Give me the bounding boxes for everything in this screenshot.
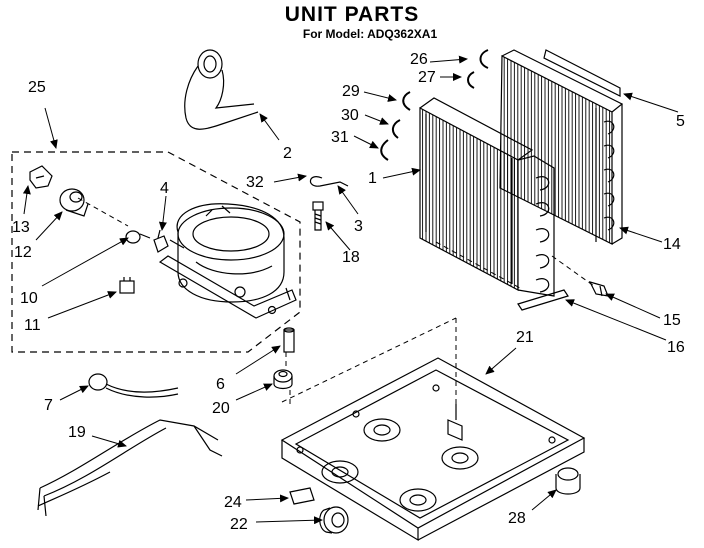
callout-24: 24 <box>224 494 242 511</box>
callout-25: 25 <box>28 79 46 96</box>
sleeve-part-24 <box>289 487 315 505</box>
tubing-part-2 <box>184 49 259 130</box>
relay-part-11 <box>119 277 135 294</box>
callout-22: 22 <box>230 516 248 533</box>
callout-12: 12 <box>14 244 32 261</box>
callout-30: 30 <box>341 107 359 124</box>
grommet-part-20 <box>273 369 293 390</box>
callout-28: 28 <box>508 510 526 527</box>
callout-15: 15 <box>663 312 681 329</box>
callout-27: 27 <box>418 69 436 86</box>
foot-part-28 <box>555 467 581 495</box>
compressor <box>158 203 297 319</box>
callout-32: 32 <box>246 174 264 191</box>
hose-part-32 <box>309 176 349 187</box>
callout-26: 26 <box>410 51 428 68</box>
bar-part-16 <box>517 289 569 311</box>
wheel-part-22 <box>319 506 349 534</box>
compressor-group-outline <box>11 151 301 353</box>
callout-16: 16 <box>667 339 685 356</box>
harness-part-7 <box>88 373 179 398</box>
callout-20: 20 <box>212 400 230 417</box>
callout-7: 7 <box>44 397 53 414</box>
sleeve-part-6 <box>283 327 295 353</box>
diagram-title: UNIT PARTS <box>284 3 420 26</box>
clip-part-26 <box>479 49 489 69</box>
callout-18: 18 <box>342 249 360 266</box>
clip-part-27 <box>467 71 475 89</box>
callout-31: 31 <box>331 129 349 146</box>
overload-cover-part-12 <box>59 188 89 217</box>
callout-29: 29 <box>342 83 360 100</box>
evaporator-part-1 <box>419 97 555 297</box>
callout-1: 1 <box>368 170 377 187</box>
bracket-part-5 <box>543 49 621 97</box>
base-pan-part-21 <box>280 357 586 542</box>
clip-part-31 <box>380 139 389 161</box>
clip-part-13 <box>29 165 53 189</box>
callout-labels: 26 27 29 30 31 1 32 3 2 5 14 15 16 21 18… <box>12 51 685 533</box>
callout-14: 14 <box>663 236 681 253</box>
callout-5: 5 <box>676 113 685 130</box>
bolt-part-18 <box>312 201 324 231</box>
model-subtitle: For Model: ADQ362XA1 <box>302 27 438 41</box>
cord-part-19 <box>37 419 223 517</box>
callout-6: 6 <box>216 376 225 393</box>
callout-4: 4 <box>160 180 169 197</box>
valve-part-15 <box>588 281 609 297</box>
callout-11: 11 <box>24 317 41 334</box>
overload-part-10 <box>125 230 151 244</box>
callout-10: 10 <box>20 290 38 307</box>
clip-part-30 <box>392 119 401 139</box>
callout-19: 19 <box>68 424 86 441</box>
condenser-part-14 <box>499 49 624 245</box>
leader-lines <box>22 55 679 525</box>
callout-21: 21 <box>516 329 534 346</box>
callout-2: 2 <box>283 145 292 162</box>
callout-13: 13 <box>12 219 30 236</box>
callout-3: 3 <box>354 218 363 235</box>
terminal-part-4 <box>153 229 169 253</box>
clip-part-29 <box>402 91 411 111</box>
